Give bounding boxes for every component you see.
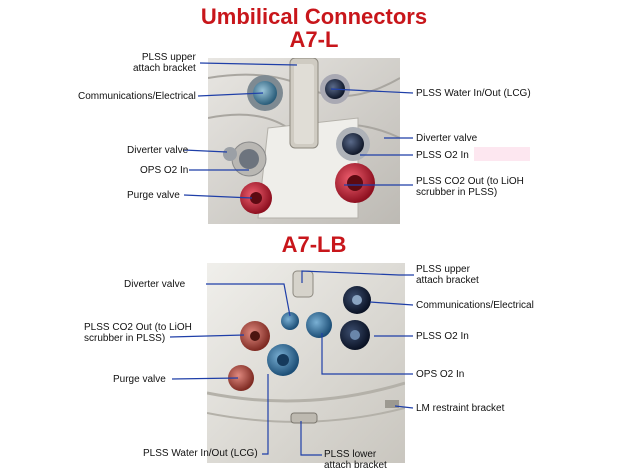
top-ops-o2-in-label: OPS O2 In: [140, 165, 189, 176]
top-plss-o2-in-label: PLSS O2 In: [416, 150, 469, 161]
a7l-suit-photo: [208, 58, 400, 224]
bottom-plss-lower-bracket-label: PLSS lower attach bracket: [324, 449, 387, 471]
top-diverter-left-label: Diverter valve: [127, 145, 189, 156]
top-plss-upper-bracket-label: PLSS upper attach bracket: [133, 52, 196, 74]
top-plss-upper-bracket-line1: PLSS upper: [141, 52, 196, 63]
bottom-lm-restraint-label: LM restraint bracket: [416, 403, 505, 414]
bottom-purge-label: Purge valve: [113, 374, 166, 385]
a7lb-suit-photo: [207, 263, 405, 463]
diagram-title: Umbilical Connectors: [200, 4, 428, 29]
bottom-water-label: PLSS Water In/Out (LCG): [143, 448, 258, 459]
bottom-co2-out-label: PLSS CO2 Out (to LiOH scrubber in PLSS): [84, 322, 192, 344]
bottom-co2-out-line2: scrubber in PLSS): [84, 333, 166, 344]
bottom-diverter-label: Diverter valve: [124, 279, 186, 290]
bottom-comm-electrical-label: Communications/Electrical: [416, 300, 534, 311]
bottom-plss-lower-bracket-line1: PLSS lower: [324, 449, 377, 460]
bottom-plss-upper-bracket-label: PLSS upper attach bracket: [416, 264, 479, 286]
bottom-plss-lower-bracket-line2: attach bracket: [324, 460, 387, 471]
top-comm-electrical-label: Communications/Electrical: [78, 91, 196, 102]
a7l-heading: A7-L: [289, 27, 339, 52]
top-co2-out-label: PLSS CO2 Out (to LiOH scrubber in PLSS): [416, 176, 524, 198]
bottom-ops-o2-in-label: OPS O2 In: [416, 369, 465, 380]
top-purge-label: Purge valve: [127, 190, 180, 201]
bottom-plss-upper-bracket-line2: attach bracket: [416, 275, 479, 286]
top-water-label: PLSS Water In/Out (LCG): [416, 88, 531, 99]
a7lb-heading: A7-LB: [281, 232, 347, 257]
top-co2-out-line2: scrubber in PLSS): [416, 187, 498, 198]
bottom-plss-o2-in-label: PLSS O2 In: [416, 331, 469, 342]
highlight-band: [474, 147, 530, 161]
top-plss-upper-bracket-line2: attach bracket: [133, 63, 196, 74]
top-diverter-right-label: Diverter valve: [416, 133, 478, 144]
bottom-plss-upper-bracket-line1: PLSS upper: [416, 264, 470, 275]
top-co2-out-line1: PLSS CO2 Out (to LiOH: [416, 176, 524, 187]
bottom-co2-out-line1: PLSS CO2 Out (to LiOH: [84, 322, 192, 333]
